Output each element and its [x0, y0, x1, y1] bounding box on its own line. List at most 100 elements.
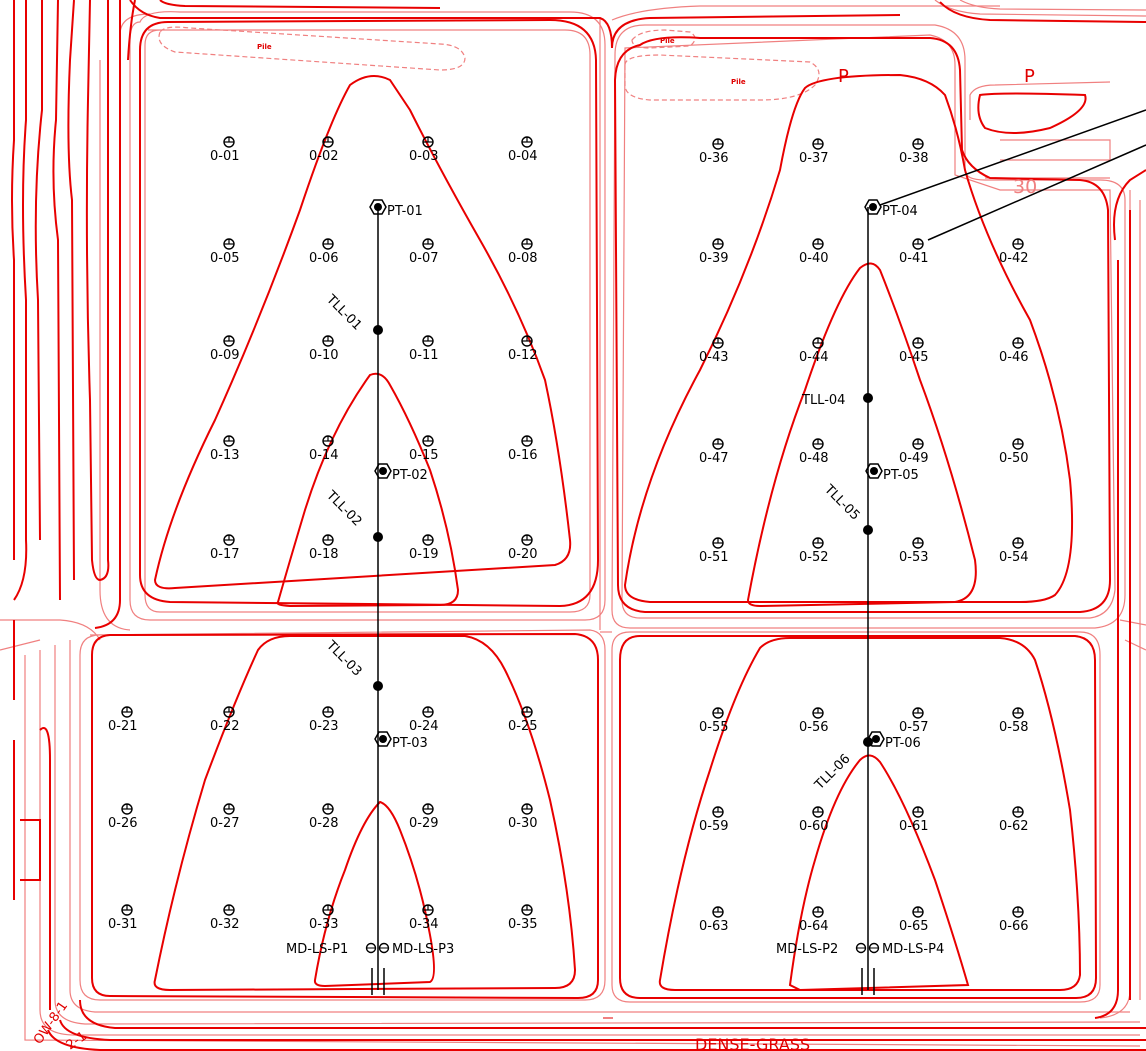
- outlet-marker: 0-28: [309, 803, 339, 831]
- lift-line-tll06: TLL-06: [812, 737, 873, 794]
- outlet-marker: 0-44: [799, 337, 829, 365]
- outlet-marker: 0-25: [508, 706, 538, 734]
- outlet-label: 0-57: [899, 720, 929, 735]
- outlet-marker: 0-31: [108, 904, 138, 932]
- outlet-marker: 0-04: [508, 136, 538, 164]
- major-contours: [11, 0, 1146, 1051]
- outlet-label: 0-31: [108, 917, 138, 932]
- outlet-label: 0-30: [508, 816, 538, 831]
- lift-line-node-icon: [863, 737, 873, 747]
- pile-label-3: Pile: [731, 78, 746, 86]
- lift-line-tll04: TLL-04: [801, 393, 873, 408]
- site-annotations: Pile Pile Pile P P 30 DENSE-GRASS OW-8-1…: [31, 37, 1037, 1051]
- outlet-marker: 0-64: [799, 906, 829, 934]
- outlet-marker: 0-54: [999, 537, 1029, 565]
- outlet-label: 0-26: [108, 816, 138, 831]
- outlet-marker: 0-24: [409, 706, 439, 734]
- outlet-label: 0-09: [210, 348, 240, 363]
- lift-station-label: MD-LS-P4: [882, 942, 944, 957]
- outlet-label: 0-61: [899, 819, 929, 834]
- outlet-marker: 0-11: [409, 335, 439, 363]
- outlet-label: 0-07: [409, 251, 439, 266]
- lift-station-label: MD-LS-P1: [286, 942, 348, 957]
- outlet-marker: 0-40: [799, 238, 829, 266]
- piezometer-hexagon-icon: [374, 463, 392, 479]
- outlet-marker: 0-62: [999, 806, 1029, 834]
- outlet-marker: 0-08: [508, 238, 538, 266]
- outlet-label: 0-18: [309, 547, 339, 562]
- outlet-marker: 0-36: [699, 138, 729, 166]
- piezometer-label: PT-03: [392, 736, 428, 751]
- outlet-marker: 0-61: [899, 806, 929, 834]
- outlet-marker: 0-38: [899, 138, 929, 166]
- outlet-label: 0-16: [508, 448, 538, 463]
- outlet-marker: 0-52: [799, 537, 829, 565]
- piezometer-hexagon-icon: [864, 199, 882, 215]
- outlet-marker: 0-50: [999, 438, 1029, 466]
- outlet-label: 0-63: [699, 919, 729, 934]
- outlet-label: 0-15: [409, 448, 439, 463]
- outlet-label: 0-14: [309, 448, 339, 463]
- outlet-label: 0-21: [108, 719, 138, 734]
- outlet-marker: 0-22: [210, 706, 240, 734]
- outlet-label: 0-46: [999, 350, 1029, 365]
- piezometer-hexagon-icon: [374, 731, 392, 747]
- outlet-label: 0-32: [210, 917, 240, 932]
- outlet-marker: 0-42: [999, 238, 1029, 266]
- outlet-marker: 0-30: [508, 803, 538, 831]
- piezometer-hexagon-icon: [369, 199, 387, 215]
- piezometer-label: PT-02: [392, 468, 428, 483]
- lift-line-node-icon: [373, 681, 383, 691]
- lift-station-icon: [855, 942, 867, 954]
- lift-line-node-icon: [373, 532, 383, 542]
- lift-station-p3: MD-LS-P3: [378, 942, 454, 957]
- outlet-marker: 0-12: [508, 335, 538, 363]
- outlet-marker: 0-23: [309, 706, 339, 734]
- piezometer-pt06: PT-06: [867, 731, 921, 751]
- lift-line-tll03: TLL-03: [322, 638, 383, 691]
- piezometer-label: PT-05: [883, 468, 919, 483]
- outlet-marker: 0-10: [309, 335, 339, 363]
- outlet-marker: 0-65: [899, 906, 929, 934]
- outlet-marker: 0-37: [799, 138, 829, 166]
- piezometer-pt04: PT-04: [864, 199, 918, 219]
- outlet-marker: 0-01: [210, 136, 240, 164]
- outlet-label: 0-56: [799, 720, 829, 735]
- outlet-marker: 0-02: [309, 136, 339, 164]
- outlet-label: 0-08: [508, 251, 538, 266]
- outlet-marker: 0-21: [108, 706, 138, 734]
- outlet-label: 0-20: [508, 547, 538, 562]
- outlet-marker: 0-07: [409, 238, 439, 266]
- outlet-label: 0-64: [799, 919, 829, 934]
- outlet-marker: 0-48: [799, 438, 829, 466]
- lift-station-label: MD-LS-P3: [392, 942, 454, 957]
- outlet-label: 0-47: [699, 451, 729, 466]
- outlet-marker: 0-53: [899, 537, 929, 565]
- outlet-marker: 0-45: [899, 337, 929, 365]
- piezometer-pt03: PT-03: [374, 731, 428, 751]
- outlet-label: 0-50: [999, 451, 1029, 466]
- outlet-label: 0-51: [699, 550, 729, 565]
- outlet-label: 0-34: [409, 917, 439, 932]
- outlet-label: 0-10: [309, 348, 339, 363]
- lift-line-tll05: TLL-05: [820, 482, 873, 535]
- pile-label-2: Pile: [660, 37, 675, 45]
- outlet-label: 0-13: [210, 448, 240, 463]
- outlet-marker: 0-13: [210, 435, 240, 463]
- outlet-marker: 0-60: [799, 806, 829, 834]
- outlet-label: 0-39: [699, 251, 729, 266]
- lift-line-node-icon: [373, 325, 383, 335]
- outlet-label: 0-12: [508, 348, 538, 363]
- outlet-label: 0-58: [999, 720, 1029, 735]
- piezometer-label: PT-06: [885, 736, 921, 751]
- lift-line-node-icon: [863, 525, 873, 535]
- lift-station-icon: [868, 942, 880, 954]
- outlet-label: 0-49: [899, 451, 929, 466]
- outlet-marker: 0-29: [409, 803, 439, 831]
- dense-grass-label: DENSE-GRASS: [695, 1035, 810, 1051]
- outlet-label: 0-02: [309, 149, 339, 164]
- outlet-label: 0-06: [309, 251, 339, 266]
- outlet-marker: 0-15: [409, 435, 439, 463]
- outlet-marker: 0-20: [508, 534, 538, 562]
- outlet-label: 0-05: [210, 251, 240, 266]
